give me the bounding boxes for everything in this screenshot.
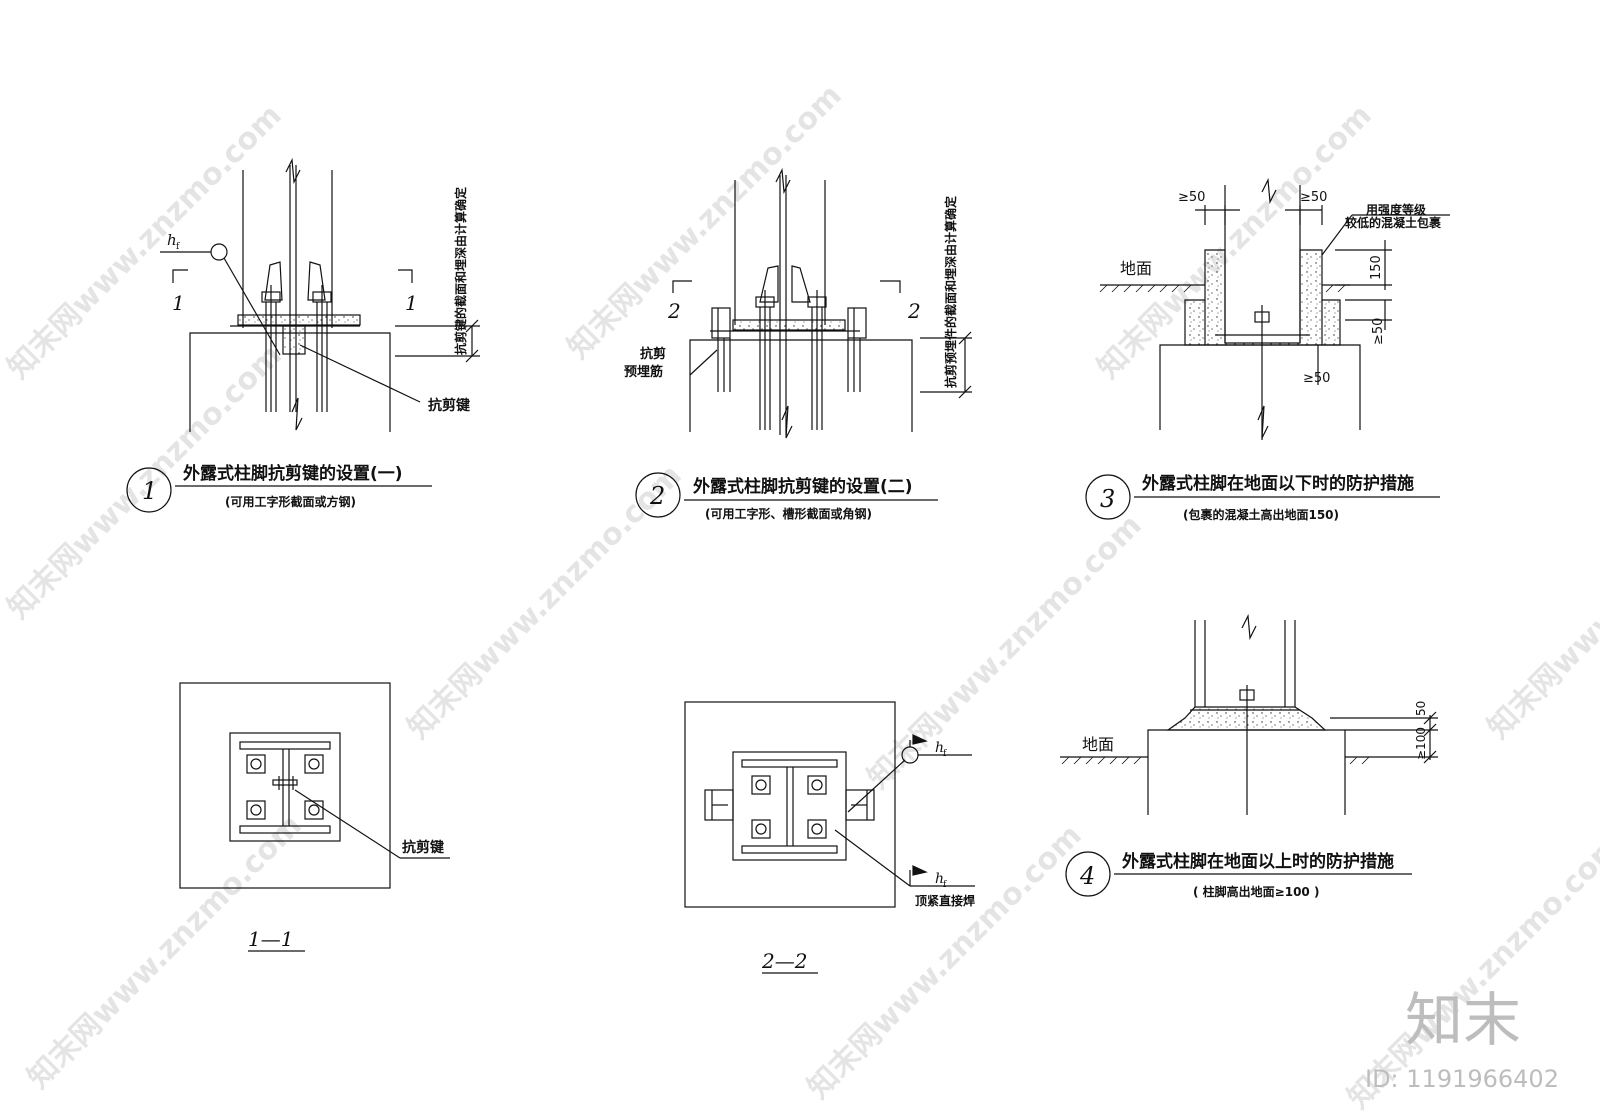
detail-number: 2 xyxy=(649,482,665,510)
section-label: 2—2 xyxy=(761,949,807,973)
section-mark: 2 xyxy=(667,299,681,323)
vertical-note: 抗剪预埋件的截面和埋深由计算确定 xyxy=(943,196,958,388)
bolt-group xyxy=(751,775,827,839)
detail-number: 4 xyxy=(1079,862,1095,890)
watermark-text: 知末网www.znzmo.com xyxy=(401,458,689,746)
vertical-note: 抗剪键的截面和埋深由计算确定 xyxy=(453,187,468,355)
callout-label: 抗剪 xyxy=(640,346,666,362)
callout-label: 顶紧直接焊 xyxy=(915,893,975,908)
weld-symbol-sub: f xyxy=(943,749,947,759)
detail-3 xyxy=(1085,177,1450,520)
detail-1 xyxy=(126,157,480,513)
dimension-text: ≥50 xyxy=(1300,190,1327,205)
section-label: 1—1 xyxy=(248,927,293,951)
weld-symbol: h xyxy=(935,871,944,887)
detail-title: 外露式柱脚在地面以下时的防护措施 xyxy=(1142,473,1414,494)
watermark-text: 知末网www.znzmo.com xyxy=(1481,458,1600,746)
bolt-group xyxy=(246,754,324,820)
weld-symbol-sub: f xyxy=(176,242,180,252)
detail-number: 1 xyxy=(142,477,157,505)
detail-subtitle: (可用工字形、槽形截面或角钢) xyxy=(705,506,872,521)
dimension-text: ≥50 xyxy=(1371,318,1386,345)
dimension-text: ≥50 xyxy=(1178,190,1205,205)
weld-symbol: h xyxy=(935,740,944,756)
dimension-text: 50 xyxy=(1414,701,1428,716)
dimension-text: ≥100 xyxy=(1414,727,1428,760)
section-mark: 1 xyxy=(172,291,185,315)
brand-id: ID: 1191966402 xyxy=(1365,1065,1559,1093)
note-line: 用强度等级 xyxy=(1365,202,1426,217)
callout-label: 预埋筋 xyxy=(624,364,663,380)
watermark-text: 知末网www.znzmo.com xyxy=(1,98,289,386)
weld-symbol-sub: f xyxy=(943,880,947,890)
weld-symbol: h xyxy=(167,231,177,249)
section-1-1 xyxy=(179,682,450,952)
detail-number: 3 xyxy=(1100,485,1115,513)
ground-label: 地面 xyxy=(1082,735,1114,754)
brand-logo: 知末 xyxy=(1405,986,1521,1054)
dimension-text: ≥50 xyxy=(1303,371,1330,386)
detail-title: 外露式柱脚在地面以上时的防护措施 xyxy=(1122,851,1394,872)
watermark-text: 知末网www.znzmo.com xyxy=(801,818,1089,1106)
detail-title: 外露式柱脚抗剪键的设置(二) xyxy=(693,476,913,497)
detail-subtitle: (包裹的混凝土高出地面150) xyxy=(1183,507,1339,522)
callout-label: 抗剪键 xyxy=(402,839,445,856)
detail-title: 外露式柱脚抗剪键的设置(一) xyxy=(183,463,403,484)
dimension-text: 150 xyxy=(1369,255,1384,280)
callout-label: 抗剪键 xyxy=(428,397,471,414)
note-line: 较低的混凝土包裹 xyxy=(1345,215,1442,230)
detail-2 xyxy=(635,167,972,518)
detail-4 xyxy=(1060,613,1438,897)
detail-subtitle: ( 柱脚高出地面≥100 ) xyxy=(1193,884,1319,899)
section-2-2 xyxy=(684,701,975,974)
section-mark: 1 xyxy=(405,291,418,315)
detail-subtitle: (可用工字形截面或方钢) xyxy=(225,494,356,509)
ground-label: 地面 xyxy=(1120,259,1152,278)
section-mark: 2 xyxy=(907,299,921,323)
watermark-text: 知末网www.znzmo.com xyxy=(21,808,309,1096)
